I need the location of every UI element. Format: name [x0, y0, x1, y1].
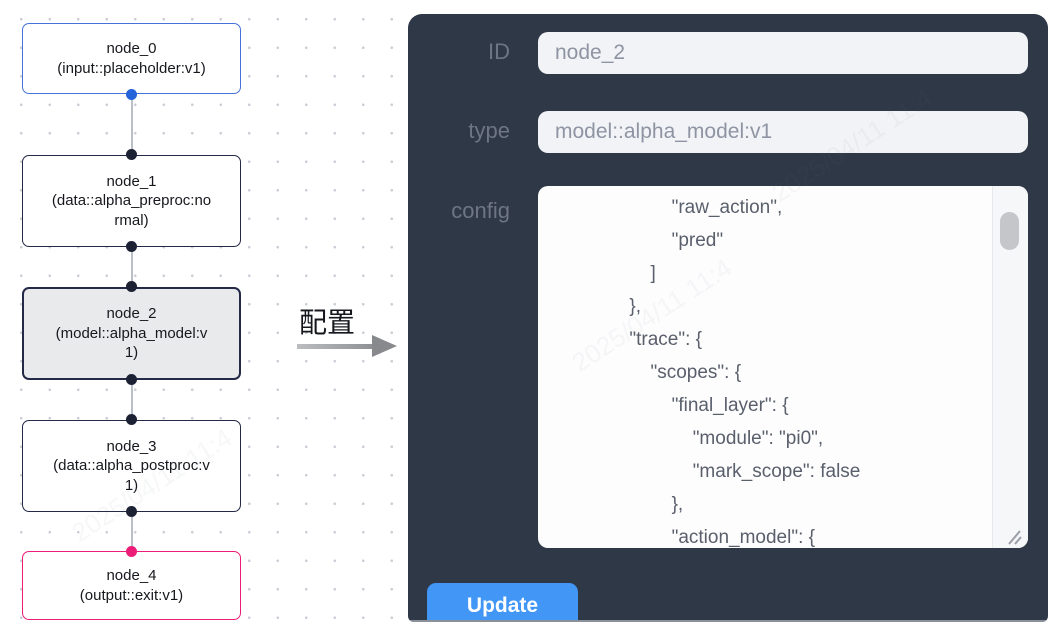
flow-canvas: node_0 (input::placeholder:v1) node_1 (d…	[0, 0, 407, 643]
port-node2-in[interactable]	[126, 281, 137, 292]
id-input[interactable]	[538, 32, 1028, 74]
port-node3-in[interactable]	[126, 414, 137, 425]
flow-node-node_1[interactable]: node_1 (data::alpha_preproc:normal)	[22, 155, 241, 247]
config-arrow-head-icon	[372, 335, 397, 357]
edge-node1-node2[interactable]	[130, 247, 133, 287]
transition-label: 配置	[299, 307, 356, 338]
config-panel: ID type config "raw_action", "pred" ] },…	[408, 14, 1048, 622]
flow-node-node_0[interactable]: node_0 (input::placeholder:v1)	[22, 23, 241, 94]
node-name-label: node_3	[106, 437, 157, 455]
node-type-label: (model::alpha_model:v1)	[55, 324, 208, 362]
port-node0-out[interactable]	[126, 89, 137, 100]
edge-node2-node3[interactable]	[130, 380, 133, 420]
type-input[interactable]	[538, 111, 1028, 153]
scrollbar-thumb[interactable]	[1000, 212, 1019, 250]
config-json-text: "raw_action", "pred" ] }, "trace": { "sc…	[629, 197, 861, 548]
resize-handle-icon[interactable]	[1005, 530, 1022, 545]
port-node1-out[interactable]	[126, 241, 137, 252]
scrollbar-track[interactable]	[992, 186, 1028, 548]
node-type-label: (data::alpha_postproc:v1)	[53, 457, 210, 494]
edge-node0-node1[interactable]	[130, 95, 133, 155]
node-name-label: node_2	[106, 305, 157, 323]
port-node4-in[interactable]	[126, 546, 137, 557]
node-name-label: node_1	[106, 172, 157, 190]
node-type-label: (data::alpha_preproc:normal)	[51, 192, 212, 229]
config-textarea[interactable]: "raw_action", "pred" ] }, "trace": { "sc…	[538, 186, 1028, 548]
edge-node3-node4[interactable]	[130, 512, 133, 551]
port-node2-out[interactable]	[126, 374, 137, 385]
port-node3-out[interactable]	[126, 506, 137, 517]
config-field-label: config	[451, 198, 510, 223]
update-button[interactable]: Update	[427, 583, 578, 622]
config-arrow	[297, 344, 374, 349]
flow-node-node_2[interactable]: node_2 (model::alpha_model:v1)	[22, 287, 241, 380]
node-type-label: (output::exit:v1)	[79, 586, 184, 604]
flow-node-node_3[interactable]: node_3 (data::alpha_postproc:v1)	[22, 420, 241, 512]
id-field-label: ID	[488, 39, 510, 64]
node-name-label: node_0	[106, 40, 157, 57]
port-node1-in[interactable]	[126, 149, 137, 160]
type-field-label: type	[468, 118, 510, 143]
node-type-label: (input::placeholder:v1)	[57, 59, 206, 77]
node-name-label: node_4	[106, 567, 157, 584]
flow-node-node_4[interactable]: node_4 (output::exit:v1)	[22, 551, 241, 620]
